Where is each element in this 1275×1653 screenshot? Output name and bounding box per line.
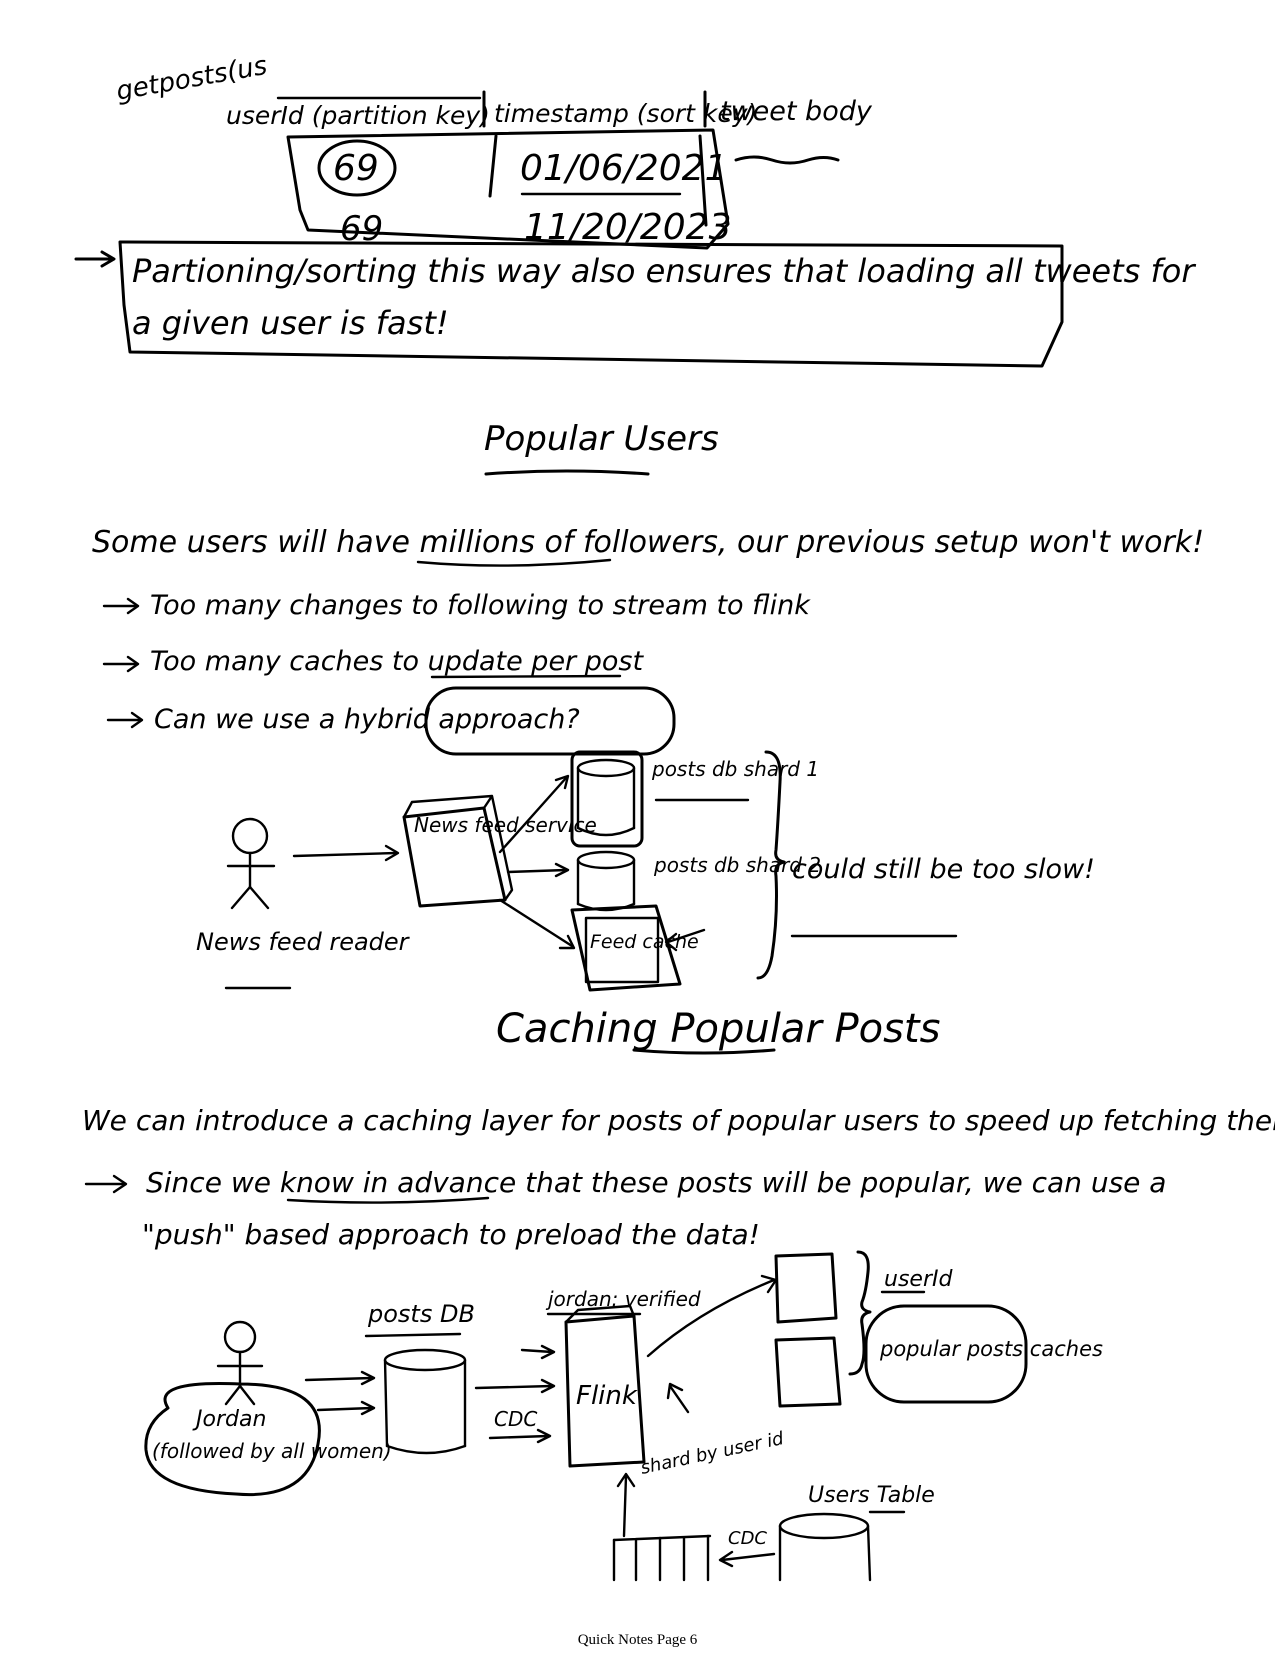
caching-heading: Caching Popular Posts <box>496 1006 940 1052</box>
arrow-service-shard1 <box>498 776 568 854</box>
row1-user-id: 69 <box>333 148 379 189</box>
service-box-depth <box>402 794 514 902</box>
heading-underline <box>632 1048 776 1055</box>
service-label: News feed service <box>414 813 597 837</box>
svg-text:Too many changes to following: Too many changes to following to stream … <box>150 590 811 621</box>
cdc1-label: CDC <box>494 1407 537 1431</box>
know-in-advance-underline <box>286 1196 490 1204</box>
cache-label: Feed cache <box>590 931 699 953</box>
note-line-1: Partioning/sorting this way also ensures… <box>132 252 1196 290</box>
arrow-service-cache <box>498 898 574 948</box>
row1-timestamp: 01/06/2021 <box>520 148 728 189</box>
user-id-circle <box>317 139 397 197</box>
slow-note: could still be too slow! <box>792 854 1095 885</box>
header-timestamp: timestamp (sort key) <box>494 99 757 128</box>
arrow-service-shard2 <box>506 868 568 874</box>
tweet-body-squiggle <box>734 155 840 165</box>
svg-text:Since we know in advance that: Since we know in advance that these post… <box>146 1166 1166 1199</box>
shard2-label: posts db shard 2 <box>653 853 821 877</box>
posts-db-cylinder <box>383 1348 467 1455</box>
caching-bullet: Since we know in advance that these post… <box>84 1166 1166 1251</box>
row2-timestamp: 11/20/2023 <box>524 207 732 248</box>
page-footer: Quick Notes Page 6 <box>577 1632 698 1648</box>
cache-inner-box <box>584 916 660 984</box>
shard2-cylinder <box>576 850 636 912</box>
bullet-1: Too many changes to following to stream … <box>102 590 811 621</box>
bullet-3: Can we use a hybrid approach? <box>106 704 580 735</box>
caching-intro: We can introduce a caching layer for pos… <box>82 1104 1275 1137</box>
arrow-head <box>384 844 400 862</box>
jordan-label: Jordan <box>192 1407 266 1432</box>
reader-label: News feed reader <box>196 928 411 956</box>
millions-underline <box>416 558 612 567</box>
flink-label: Flink <box>576 1381 638 1411</box>
user-id-label: userId <box>884 1267 953 1292</box>
tweets-table-section: getposts(us userId (partition key) times… <box>74 51 1196 368</box>
caches-label: popular posts caches <box>879 1337 1103 1361</box>
users-table-cylinder <box>778 1512 872 1582</box>
note-arrow-head <box>100 250 116 268</box>
jordan-stick-figure <box>216 1320 264 1406</box>
heading-underline <box>484 469 650 476</box>
popular-users-heading: Popular Users <box>484 419 719 459</box>
flink-box <box>564 1314 646 1468</box>
note-box <box>118 240 1064 368</box>
cache-outer-box <box>570 904 682 992</box>
shard1-cylinder <box>576 758 636 837</box>
cache-box-1 <box>774 1252 838 1324</box>
header-tweet-body: tweet body <box>720 96 873 127</box>
hybrid-circle <box>424 686 676 756</box>
shard1-label: posts db shard 1 <box>651 757 819 781</box>
arrow-db-flink <box>488 1428 552 1444</box>
cache-box-2 <box>774 1336 842 1408</box>
posts-db-label: posts DB <box>367 1300 475 1328</box>
svg-text:"push" based approach to prelo: "push" based approach to preload the dat… <box>142 1218 760 1251</box>
caches-brace <box>848 1250 872 1376</box>
popular-users-intro: Some users will have millions of followe… <box>92 525 1204 560</box>
svg-text:Too many caches to update per: Too many caches to update per post <box>150 646 644 677</box>
popular-users-section: Popular Users Some users will have milli… <box>92 419 1204 992</box>
reader-stick-figure <box>226 817 276 910</box>
arrow-queue-flink <box>616 1472 636 1538</box>
arrow-db-flink <box>474 1378 556 1394</box>
news-feed-diagram: News feed reader News feed service posts… <box>196 750 1095 992</box>
header-user-id: userId (partition key) <box>226 101 490 130</box>
partition-box <box>286 128 730 250</box>
note-line-2: a given user is fast! <box>132 304 449 342</box>
arrow-jordan-db <box>316 1400 376 1416</box>
arrow-table-queue <box>718 1550 776 1568</box>
jordan-note: (followed by all women) <box>152 1439 392 1463</box>
svg-text:Can we use a hybrid approach?: Can we use a hybrid approach? <box>154 704 580 735</box>
cut-off-label: getposts(us <box>114 51 269 107</box>
cdc2-label: CDC <box>728 1528 767 1549</box>
caching-section: Caching Popular Posts We can introduce a… <box>82 1006 1275 1582</box>
shard-arrow <box>666 1382 690 1414</box>
cache-arrow <box>664 928 706 952</box>
arrow-head <box>558 934 576 950</box>
arrow-reader-service <box>292 851 398 858</box>
group-brace <box>756 750 786 980</box>
shard-note: shard by user id <box>639 1428 786 1479</box>
row-divider <box>488 134 498 198</box>
caches-bubble <box>864 1304 1028 1404</box>
update-underline <box>430 674 622 679</box>
posts-db-underline <box>364 1332 462 1338</box>
arrow-verified-flink <box>520 1344 556 1360</box>
arrow-head <box>554 774 570 790</box>
flink-box-depth <box>564 1304 636 1324</box>
users-queue <box>612 1534 712 1582</box>
arrow-head <box>554 862 570 878</box>
shard1-outline <box>570 750 644 848</box>
arrow-jordan-db <box>304 1370 376 1386</box>
users-table-label: Users Table <box>808 1483 935 1508</box>
bullet-2: Too many caches to update per post <box>102 646 644 677</box>
push-diagram: Jordan (followed by all women) posts DB … <box>144 1250 1103 1582</box>
jordan-bubble <box>144 1382 321 1497</box>
row-divider <box>698 134 708 227</box>
